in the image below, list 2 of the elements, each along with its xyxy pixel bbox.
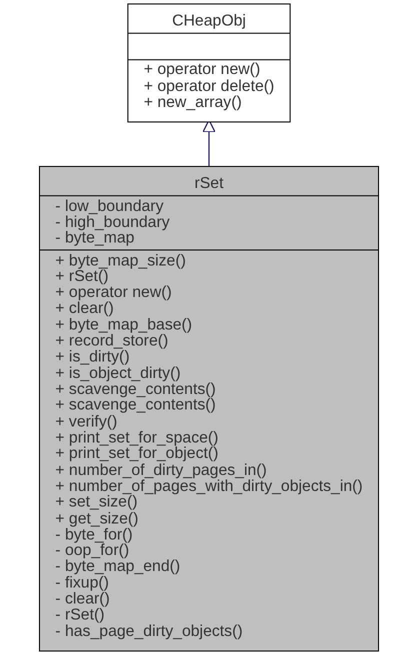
class-box: rSet - low_boundary - high_boundary - byte_map + byte_map_size() + rSet() + operator new() + clear() + byte_map_base() + record_store() + is_dirty() + is_object_dirty() + scavenge_contents() + scavenge_contents() + verify() + print_set_for_space() + print_set_for_object() + number_of_dirty_pages_in() + number_of_pages_with_dirty_objects_in() + set_size() + get_size() - byte_for() - oop_for() - byte_map_end() - fixup() - clear() - rSet() - has_page_dirty_objects() — [38, 166, 380, 652]
class-box: CHeapObj + operator new() + operator delete() + new_array() — [127, 3, 291, 122]
